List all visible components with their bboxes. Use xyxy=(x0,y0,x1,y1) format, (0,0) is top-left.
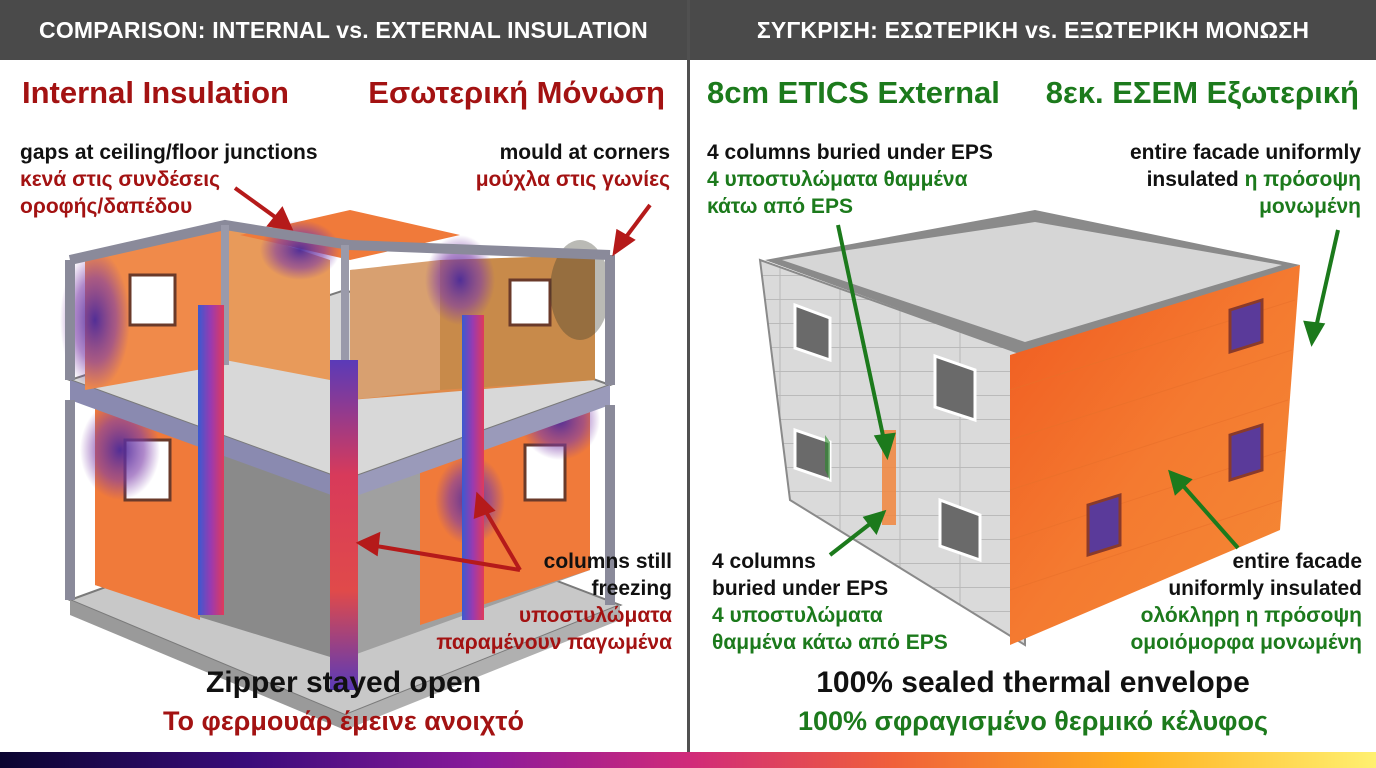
columns-top-label-en: 4 columns buried under EPS xyxy=(707,141,993,164)
right-facade xyxy=(1010,265,1300,645)
right-conclusion-el: 100% σφραγισμένο θερμικό κέλυφος xyxy=(797,706,1269,736)
column xyxy=(198,305,224,615)
left-conclusion-el: Το φερμουάρ έμεινε ανοιχτό xyxy=(163,706,524,736)
facade-bottom-label-el-1: ολόκληρη η πρόσοψη xyxy=(1140,604,1362,627)
arrow-columns-bottom xyxy=(828,518,877,557)
right-conclusion-en: 100% sealed thermal envelope xyxy=(816,666,1250,699)
columns-top-label-el-2: κάτω από EPS xyxy=(707,195,853,218)
columns-bottom-label-en-2: buried under EPS xyxy=(712,577,889,600)
left-header: COMPARISON: INTERNAL vs. EXTERNAL INSULA… xyxy=(0,0,687,60)
facade-top-label-el-1: η πρόσοψη xyxy=(1244,168,1361,191)
columns-label-en-2: freezing xyxy=(591,577,672,600)
column xyxy=(462,315,484,620)
arrow-gaps xyxy=(233,186,284,224)
columns-label-el-2: παραμένουν παγωμένα xyxy=(436,631,672,654)
mould-label-el: μούχλα στις γωνίες xyxy=(475,168,670,191)
columns-bottom-label-el-1: 4 υποστυλώματα xyxy=(712,604,883,627)
arrow-facade-top xyxy=(1313,229,1340,333)
gaps-label-el-2: οροφής/δαπέδου xyxy=(20,195,193,218)
left-conclusion-en: Zipper stayed open xyxy=(205,666,482,699)
gaps-label-en: gaps at ceiling/floor junctions xyxy=(20,141,318,164)
mould-label-en: mould at corners xyxy=(499,141,670,164)
columns-bottom-label-en-1: 4 columns xyxy=(712,550,816,573)
right-header: ΣΥΓΚΡΙΣΗ: ΕΣΩΤΕΡΙΚΗ vs. ΕΞΩΤΕΡΙΚΗ ΜΟΝΩΣΗ xyxy=(690,0,1376,60)
arrow-columns-2 xyxy=(480,503,522,572)
facade-top-label-en-1: entire facade uniformly xyxy=(1129,141,1361,164)
arrow-facade-bottom xyxy=(1176,478,1240,550)
internal-insulation-panel: Internal Insulation Εσωτερική Μόνωση gap… xyxy=(0,60,687,752)
external-insulation-illustration xyxy=(758,210,1340,647)
left-title-el: Εσωτερική Μόνωση xyxy=(368,75,665,110)
internal-insulation-illustration xyxy=(60,186,652,730)
left-title-en: Internal Insulation xyxy=(22,75,289,110)
column xyxy=(330,360,358,690)
panel-divider xyxy=(687,0,690,768)
facade-bottom-label-el-2: ομοιόμορφα μονωμένη xyxy=(1130,631,1362,654)
columns-bottom-label-el-2: θαμμένα κάτω από EPS xyxy=(712,631,948,654)
columns-label-el-1: υποστυλώματα xyxy=(518,604,672,627)
right-title-el: 8εκ. ΕΣΕΜ Εξωτερική xyxy=(1045,75,1359,110)
right-title-en: 8cm ETICS External xyxy=(707,75,1000,110)
facade-top-label-el-2: μονωμένη xyxy=(1259,195,1361,218)
facade-bottom-label-en-2: uniformly insulated xyxy=(1168,577,1362,600)
arrow-columns-top xyxy=(836,224,887,446)
facade-bottom-label-en-1: entire facade xyxy=(1232,550,1362,573)
gaps-label-el-1: κενά στις συνδέσεις xyxy=(20,168,220,191)
columns-label-en-1: columns still xyxy=(543,550,672,573)
external-insulation-panel: 8cm ETICS External 8εκ. ΕΣΕΜ Εξωτερική 4… xyxy=(690,60,1376,752)
facade-top-label-en-2: insulated xyxy=(1146,168,1239,191)
columns-top-label-el-1: 4 υποστυλώματα θαμμένα xyxy=(707,168,968,191)
arrow-columns-1 xyxy=(369,543,521,572)
facade-top-label-line2: insulated η πρόσοψη xyxy=(1147,166,1361,193)
thermal-scale-bar xyxy=(0,752,1376,768)
